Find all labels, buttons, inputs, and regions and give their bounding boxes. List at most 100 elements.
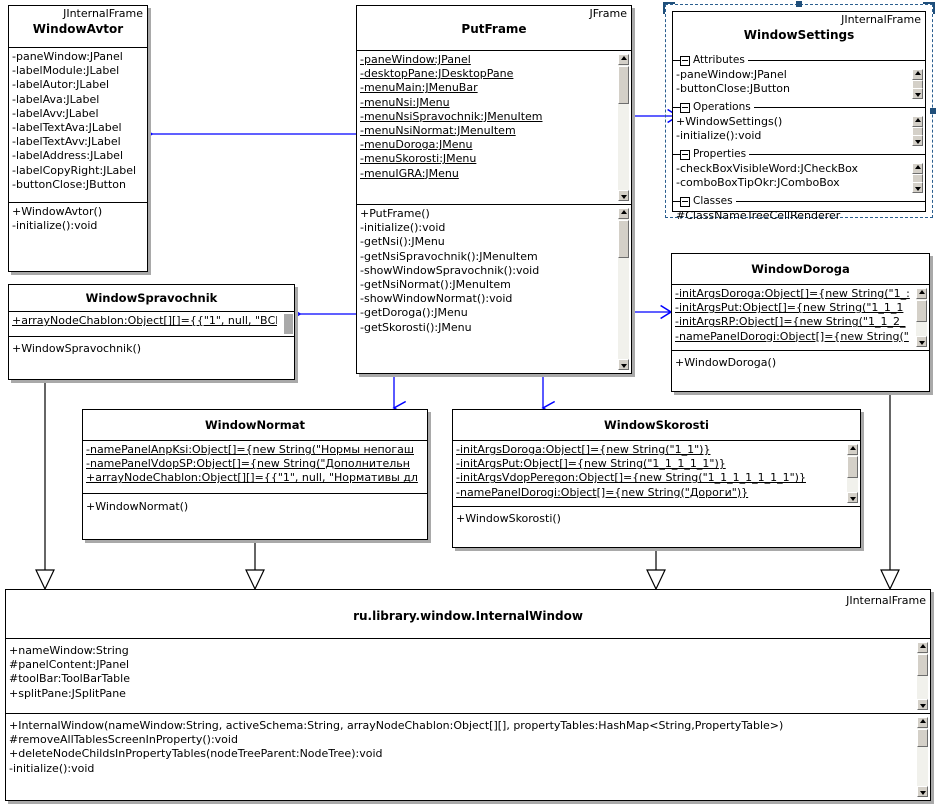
attribute-row: -initArgsDoroga:Object[]={new String("1_… <box>675 287 910 300</box>
attribute-row: -menuSkorosti:JMenu <box>360 152 477 166</box>
scroll-up-icon[interactable] <box>912 116 923 127</box>
operation-row: +WindowSpravochnik() <box>12 342 142 355</box>
scrollbar-thumb[interactable] <box>916 300 927 322</box>
class-box-window-settings[interactable]: JInternalFrame WindowSettings Attributes… <box>672 11 926 222</box>
class-box-window-spravochnik[interactable]: WindowSpravochnik +arrayNodeChablon:Obje… <box>8 284 295 380</box>
selection-corner-handle[interactable] <box>923 2 935 14</box>
scroll-down-icon[interactable] <box>917 786 928 797</box>
scrollbar-thumb[interactable] <box>847 456 858 478</box>
scroll-up-icon[interactable] <box>917 642 928 653</box>
class-stereotype: JInternalFrame <box>846 594 926 607</box>
class-header: WindowNormat <box>83 410 427 441</box>
scrollbar-thumb[interactable] <box>618 66 629 104</box>
attribute-row: -menuDoroga:JMenu <box>360 138 473 152</box>
attributes-compartment: -namePanelAnpKsi:Object[]={new String("Н… <box>83 441 427 494</box>
scrollbar-vertical[interactable] <box>617 207 630 371</box>
scroll-down-icon[interactable] <box>916 336 927 347</box>
operation-row: -showWindowSpravochnik():void <box>360 263 540 277</box>
attribute-row: -paneWindow:JPanel <box>360 53 471 66</box>
class-stereotype: JInternalFrame <box>63 7 143 20</box>
attribute-row: -labelAddress:JLabel <box>12 149 124 163</box>
scroll-up-icon[interactable] <box>618 54 629 65</box>
attribute-row: -initArgsPut:Object[]={new String("1_1_1… <box>456 457 726 471</box>
scroll-up-icon[interactable] <box>912 69 923 80</box>
scrollbar-vertical[interactable] <box>911 68 924 100</box>
group-divider <box>673 201 925 202</box>
class-stereotype: JFrame <box>589 7 627 20</box>
class-name: WindowSettings <box>743 28 855 42</box>
scrollbar-thumb[interactable] <box>917 654 928 676</box>
selection-handle-top[interactable] <box>796 1 802 7</box>
scroll-down-icon[interactable] <box>618 359 629 370</box>
class-box-window-skorosti[interactable]: WindowSkorosti -initArgsDoroga:Object[]=… <box>452 409 861 548</box>
class-header: WindowDoroga <box>672 254 929 285</box>
class-box-internal-window[interactable]: JInternalFrame ru.library.window.Interna… <box>5 589 931 801</box>
collapse-minus-icon[interactable] <box>680 196 690 207</box>
group-divider <box>673 154 925 155</box>
operation-row: #removeAllTablesScreenInProperty():void <box>9 733 238 747</box>
operation-row: -getDoroga():JMenu <box>360 306 468 320</box>
operations-compartment: +PutFrame() -initialize():void -getNsi()… <box>357 205 631 373</box>
scrollbar-vertical[interactable] <box>617 53 630 202</box>
scrollbar-vertical[interactable] <box>915 287 928 348</box>
collapse-minus-icon[interactable] <box>680 102 690 113</box>
selection-corner-handle[interactable] <box>663 2 675 14</box>
scrollbar-vertical[interactable] <box>916 716 929 798</box>
class-header: JInternalFrame WindowSettings <box>673 12 925 53</box>
class-name: WindowNormat <box>204 418 305 432</box>
generalization-windowdoroga <box>880 392 900 591</box>
operations-compartment: +WindowNormat() <box>83 494 427 539</box>
class-name: PutFrame <box>461 22 527 36</box>
scroll-down-icon[interactable] <box>618 190 629 201</box>
property-row: -comboBoxTipOkr:JComboBox <box>676 176 840 190</box>
properties-compartment: -checkBoxVisibleWord:JCheckBox -comboBox… <box>673 162 925 194</box>
scroll-down-icon[interactable] <box>912 135 923 146</box>
scrollbar-vertical[interactable] <box>284 314 293 334</box>
attribute-row: -paneWindow:JPanel <box>12 50 123 63</box>
scroll-up-icon[interactable] <box>618 208 629 219</box>
scroll-up-icon[interactable] <box>847 444 858 455</box>
collapse-minus-icon[interactable] <box>680 149 690 160</box>
scrollbar-vertical[interactable] <box>911 115 924 147</box>
scroll-down-icon[interactable] <box>917 699 928 710</box>
class-header: WindowSkorosti <box>453 410 860 441</box>
scroll-down-icon[interactable] <box>912 88 923 99</box>
group-title: Properties <box>693 148 747 160</box>
class-box-put-frame[interactable]: JFrame PutFrame -paneWindow:JPanel -desk… <box>356 5 632 374</box>
operations-compartment: +WindowSpravochnik() <box>9 337 294 379</box>
scroll-up-icon[interactable] <box>917 717 928 728</box>
attribute-row: -menuIGRA:JMenu <box>360 166 459 180</box>
group-header-properties[interactable]: Properties <box>673 147 925 162</box>
attribute-row: +arrayNodeChablon:Object[][]={{"1", null… <box>86 471 418 485</box>
group-header-classes[interactable]: Classes <box>673 194 925 209</box>
operation-row: +WindowAvtor() <box>12 205 103 218</box>
scroll-down-icon[interactable] <box>912 182 923 193</box>
attribute-row: #panelContent:JPanel <box>9 658 130 672</box>
scrollbar-vertical[interactable] <box>911 162 924 194</box>
attribute-row: -menuNsiNormat:JMenuItem <box>360 124 516 138</box>
class-row: #ClassNameTreeCellRenderer <box>676 209 841 222</box>
scrollbar-vertical[interactable] <box>916 641 929 711</box>
collapse-minus-icon[interactable] <box>680 55 690 66</box>
attributes-compartment: +arrayNodeChablon:Object[][]={{"1", null… <box>9 312 294 337</box>
scroll-up-icon[interactable] <box>912 163 923 174</box>
class-box-window-avtor[interactable]: JInternalFrame WindowAvtor -paneWindow:J… <box>8 5 148 272</box>
attribute-row: -initArgsDoroga:Object[]={new String("1_… <box>456 443 711 456</box>
group-header-attributes[interactable]: Attributes <box>673 53 925 68</box>
class-box-window-doroga[interactable]: WindowDoroga -initArgsDoroga:Object[]={n… <box>671 253 930 392</box>
operation-row: +WindowNormat() <box>86 500 189 513</box>
scrollbar-vertical[interactable] <box>846 443 859 504</box>
group-divider <box>673 107 925 108</box>
group-header-operations[interactable]: Operations <box>673 100 925 115</box>
class-name: WindowSkorosti <box>604 418 709 432</box>
attribute-row: -menuMain:JMenuBar <box>360 81 478 95</box>
scrollbar-thumb[interactable] <box>618 220 629 258</box>
attribute-row: -namePanelVdopSP:Object[]={new String("Д… <box>86 457 410 471</box>
scroll-down-icon[interactable] <box>847 492 858 503</box>
operation-row: -getNsiNormat():JMenuItem <box>360 278 511 292</box>
scrollbar-thumb[interactable] <box>917 729 928 747</box>
attribute-row: -initArgsPut:Object[]={new String("1_1_1 <box>675 301 904 315</box>
selection-handle-right[interactable] <box>930 108 936 114</box>
scroll-up-icon[interactable] <box>916 288 927 299</box>
class-box-window-normat[interactable]: WindowNormat -namePanelAnpKsi:Object[]={… <box>82 409 428 540</box>
